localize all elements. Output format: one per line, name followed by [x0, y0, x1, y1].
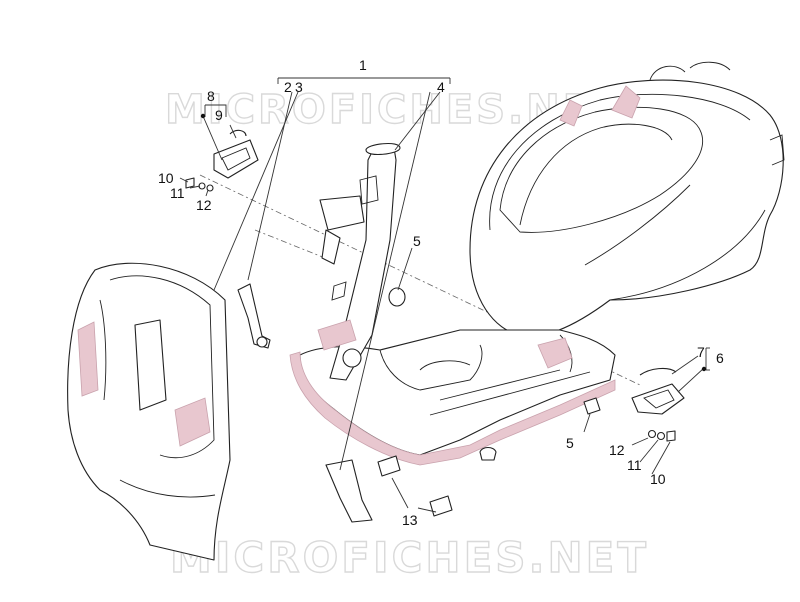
callout-7: 7	[697, 344, 705, 360]
front-legshield	[67, 262, 231, 561]
callout-12-right: 12	[609, 442, 625, 458]
callout-4: 4	[437, 79, 445, 95]
callout-5-trim: 5	[566, 435, 574, 451]
callout-5-grommet: 5	[413, 233, 421, 249]
callout-11-left: 11	[170, 185, 185, 201]
callout-3: 3	[295, 79, 303, 95]
callout-labels: 1 2 3 4 5 5 6 7 8 9 10 10 11 11 12 12 13	[158, 57, 724, 528]
callout-13: 13	[402, 512, 418, 528]
side-trim-5	[583, 397, 601, 415]
right-hinge-bracket-6	[631, 367, 685, 415]
callout-1: 1	[359, 57, 367, 73]
reference-dot-7	[701, 366, 707, 372]
leader-lines	[179, 77, 710, 513]
callout-11-right: 11	[627, 457, 642, 473]
callout-12-left: 12	[196, 197, 212, 213]
bracket-part-2-3	[237, 283, 271, 349]
grommet-5	[388, 287, 406, 307]
floor-frame	[289, 329, 616, 466]
watermark-bottom: MICROFICHES.NET	[170, 533, 649, 582]
reference-dot-9	[200, 113, 206, 119]
body-shell	[469, 61, 785, 337]
headlamp-bracket-8	[213, 129, 259, 179]
callout-2: 2	[284, 79, 292, 95]
side-strip-4	[325, 459, 373, 523]
steering-column	[317, 142, 401, 381]
callout-10-right: 10	[650, 471, 666, 487]
callout-6: 6	[716, 350, 724, 366]
rubber-pads-13	[377, 455, 453, 517]
callout-9: 9	[215, 107, 223, 123]
fasteners-left	[185, 177, 214, 192]
callout-8: 8	[207, 88, 215, 104]
callout-10-left: 10	[158, 170, 174, 186]
fasteners-right	[647, 429, 676, 442]
